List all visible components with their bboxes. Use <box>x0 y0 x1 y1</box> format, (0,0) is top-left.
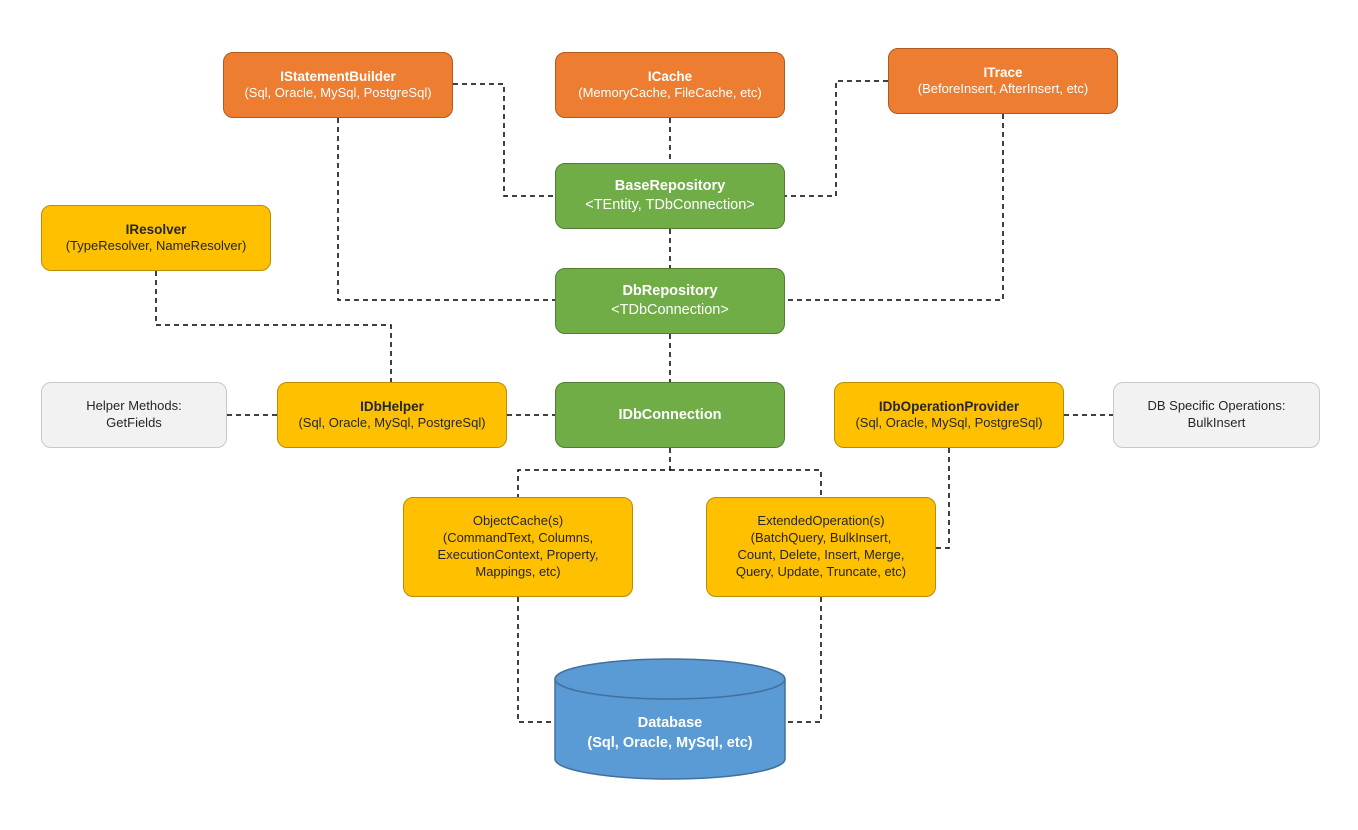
extendedoperation-node: ExtendedOperation(s) (BatchQuery, BulkIn… <box>706 497 936 597</box>
idboperationprovider-title: IDbOperationProvider <box>878 398 1020 414</box>
idbhelper-node: IDbHelper (Sql, Oracle, MySql, PostgreSq… <box>277 382 507 448</box>
connector-objectcache-database <box>517 597 555 723</box>
database-subtitle: (Sql, Oracle, MySql, etc) <box>587 735 753 751</box>
istatementbuilder-node: IStatementBuilder (Sql, Oracle, MySql, P… <box>223 52 453 118</box>
istatementbuilder-subtitle: (Sql, Oracle, MySql, PostgreSql) <box>244 85 432 101</box>
db-specific-line2: BulkInsert <box>1187 415 1246 430</box>
icache-subtitle: (MemoryCache, FileCache, etc) <box>578 85 762 101</box>
db-specific-operations-node: DB Specific Operations: BulkInsert <box>1113 382 1320 448</box>
baserepository-title: BaseRepository <box>614 178 726 195</box>
objectcache-line4: Mappings, etc) <box>475 563 561 579</box>
iresolver-subtitle: (TypeResolver, NameResolver) <box>65 238 247 254</box>
icache-node: ICache (MemoryCache, FileCache, etc) <box>555 52 785 118</box>
idbhelper-subtitle: (Sql, Oracle, MySql, PostgreSql) <box>298 415 486 431</box>
objectcache-line1: ObjectCache(s) <box>472 513 564 529</box>
itrace-title: ITrace <box>983 64 1023 80</box>
database-title: Database <box>637 715 703 732</box>
idbhelper-title: IDbHelper <box>360 398 424 414</box>
connector-idbopprovider-extendedoperation <box>936 448 950 549</box>
extendedoperation-line3: Count, Delete, Insert, Merge, <box>737 547 905 562</box>
icache-title: ICache <box>647 68 693 84</box>
idbconnection-title: IDbConnection <box>618 406 722 423</box>
helper-methods-line2: GetFields <box>106 415 162 430</box>
helper-methods-node: Helper Methods: GetFields <box>41 382 227 448</box>
baserepository-subtitle: <TEntity, TDbConnection> <box>585 197 755 213</box>
extendedoperation-line1: ExtendedOperation(s) <box>757 513 885 529</box>
itrace-subtitle: (BeforeInsert, AfterInsert, etc) <box>917 81 1089 97</box>
idboperationprovider-node: IDbOperationProvider (Sql, Oracle, MySql… <box>834 382 1064 448</box>
idbconnection-node: IDbConnection <box>555 382 785 448</box>
dbrepository-title: DbRepository <box>622 283 718 300</box>
connector-iresolver-idbhelper <box>155 271 392 382</box>
db-specific-line1: DB Specific Operations: <box>1147 398 1286 414</box>
objectcache-line3: ExecutionContext, Property, <box>437 547 599 562</box>
connector-itrace-dbrepository <box>785 114 1004 301</box>
extendedoperation-line4: Query, Update, Truncate, etc) <box>735 563 907 579</box>
connector-itrace-baserepository <box>785 80 888 197</box>
istatementbuilder-title: IStatementBuilder <box>280 68 396 84</box>
extendedoperation-line2: (BatchQuery, BulkInsert, <box>750 530 892 546</box>
iresolver-node: IResolver (TypeResolver, NameResolver) <box>41 205 271 271</box>
helper-methods-line1: Helper Methods: <box>86 398 182 414</box>
database-node: Database (Sql, Oracle, MySql, etc) <box>555 706 785 762</box>
connector-idbconnection-objectcache <box>517 448 671 497</box>
database-cylinder-top <box>554 658 786 700</box>
dbrepository-subtitle: <TDbConnection> <box>611 302 729 318</box>
database-cylinder-icon <box>554 658 786 780</box>
itrace-node: ITrace (BeforeInsert, AfterInsert, etc) <box>888 48 1118 114</box>
baserepository-node: BaseRepository <TEntity, TDbConnection> <box>555 163 785 229</box>
objectcache-line2: (CommandText, Columns, <box>442 530 594 546</box>
database-cylinder-body <box>554 679 786 780</box>
objectcache-node: ObjectCache(s) (CommandText, Columns, Ex… <box>403 497 633 597</box>
idboperationprovider-subtitle: (Sql, Oracle, MySql, PostgreSql) <box>855 415 1043 431</box>
connector-extendedoperation-database <box>785 597 822 723</box>
iresolver-title: IResolver <box>125 221 187 237</box>
connector-idbconnection-extendedoperation <box>670 469 822 497</box>
connector-istatementbuilder-baserepository <box>453 83 555 197</box>
connector-istatementbuilder-dbrepository <box>337 118 555 301</box>
dbrepository-node: DbRepository <TDbConnection> <box>555 268 785 334</box>
